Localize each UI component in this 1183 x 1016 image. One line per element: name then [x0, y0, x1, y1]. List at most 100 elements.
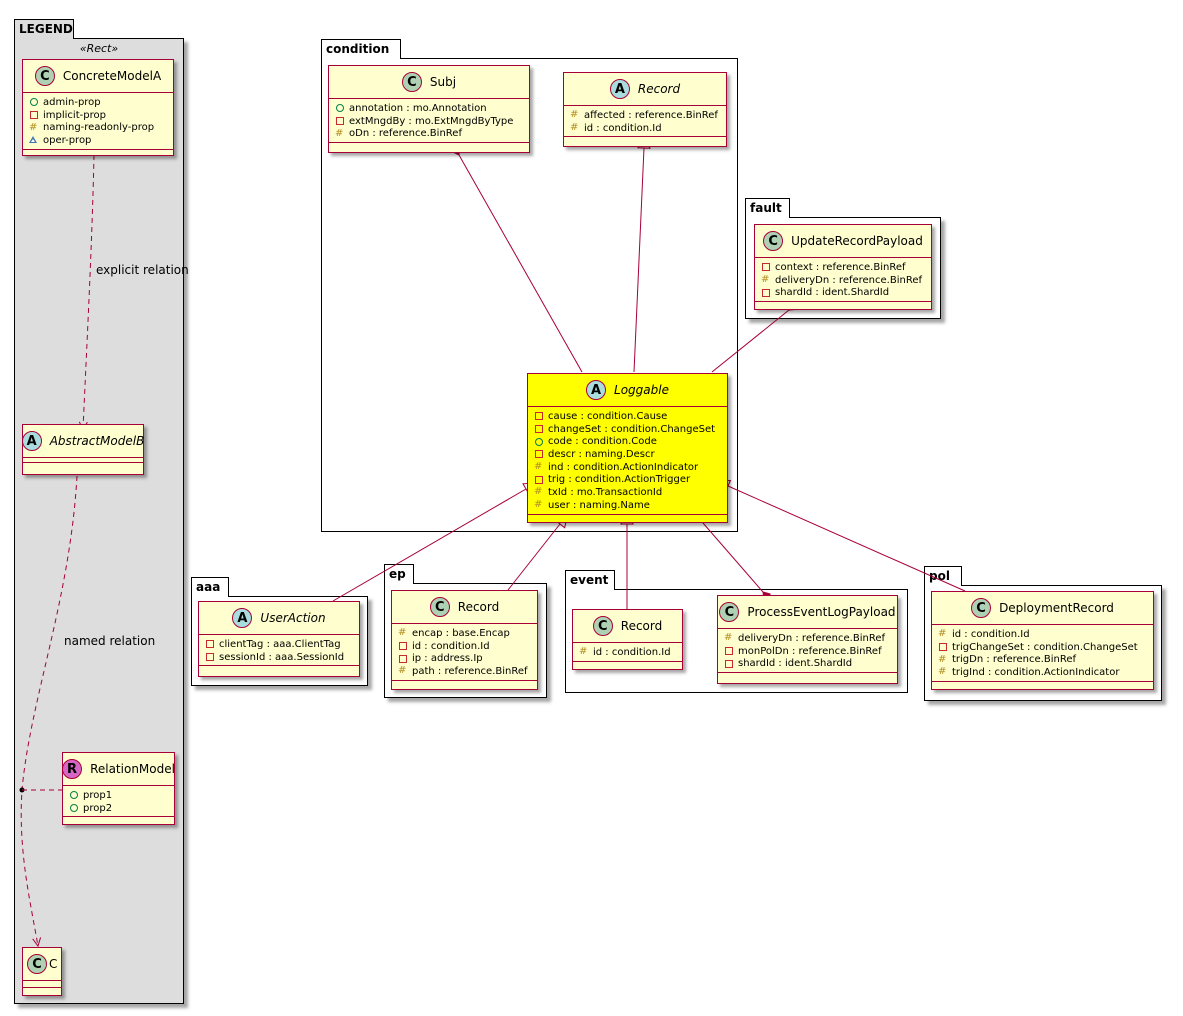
attribute-text: oper-prop — [43, 134, 92, 146]
abstract-badge-icon: A — [609, 79, 630, 99]
attribute-text: ind : condition.ActionIndicator — [548, 461, 699, 473]
attribute-row: changeSet : condition.ChangeSet — [534, 423, 721, 436]
package-condition-tab: condition — [321, 39, 401, 59]
attribute-text: shardId : ident.ShardId — [738, 658, 853, 670]
class-deployment-record[interactable]: C DeploymentRecord id : condition.Id tri… — [931, 591, 1154, 690]
package-condition-title: condition — [326, 42, 390, 56]
package-event-title: event — [570, 573, 609, 587]
protected-visibility-icon — [938, 667, 948, 677]
attribute-row: shardId : ident.ShardId — [761, 286, 925, 299]
attribute-row: prop1 — [69, 789, 168, 802]
package-legend-tab: LEGEND — [14, 19, 74, 39]
class-abstract-model-b[interactable]: A AbstractModelB — [21, 424, 144, 475]
protected-visibility-icon — [335, 129, 345, 139]
class-user-action[interactable]: A UserAction clientTag : aaa.ClientTag s… — [198, 601, 360, 677]
class-update-record-payload[interactable]: C UpdateRecordPayload context : referenc… — [754, 224, 932, 310]
attribute-row: deliveryDn : reference.BinRef — [724, 632, 891, 645]
abstract-badge-icon: A — [21, 431, 42, 451]
class-badge-icon: C — [763, 231, 784, 251]
class-relation-model[interactable]: R RelationModel prop1 prop2 — [62, 752, 175, 825]
package-aaa-tab: aaa — [191, 577, 229, 597]
private-visibility-icon — [534, 449, 544, 459]
private-visibility-icon — [534, 424, 544, 434]
attribute-row: deliveryDn : reference.BinRef — [761, 274, 925, 287]
class-name: Loggable — [614, 383, 669, 397]
explicit-relation-label: explicit relation — [96, 263, 189, 277]
class-name: Record — [620, 619, 663, 633]
attribute-row: user : naming.Name — [534, 499, 721, 512]
attribute-row: cause : condition.Cause — [534, 410, 721, 423]
class-name: DeploymentRecord — [999, 601, 1114, 615]
private-visibility-icon — [398, 654, 408, 664]
class-attributes: annotation : mo.Annotation extMngdBy : m… — [329, 99, 529, 144]
attribute-text: trig : condition.ActionTrigger — [548, 474, 691, 486]
attribute-text: trigDn : reference.BinRef — [952, 654, 1076, 666]
attribute-row: trig : condition.ActionTrigger — [534, 473, 721, 486]
attribute-row: extMngdBy : mo.ExtMngdByType — [335, 115, 523, 128]
class-attributes — [23, 981, 61, 988]
attribute-row: ip : address.Ip — [398, 652, 531, 665]
class-badge-icon: C — [429, 597, 450, 617]
class-record-condition-header: A Record — [564, 73, 726, 106]
private-visibility-icon — [761, 262, 771, 272]
private-visibility-icon — [398, 641, 408, 651]
class-relation-model-header: R RelationModel — [62, 753, 175, 786]
class-user-action-header: A UserAction — [199, 602, 359, 635]
attribute-text: path : reference.BinRef — [412, 665, 528, 677]
class-deployment-record-header: C DeploymentRecord — [932, 592, 1153, 625]
public-visibility-icon — [69, 790, 79, 800]
abstract-badge-icon: A — [232, 608, 253, 628]
class-name: UserAction — [260, 611, 326, 625]
named-relation-label: named relation — [64, 634, 156, 648]
edge-update-record-loggable — [711, 301, 800, 373]
class-badge-icon: C — [27, 954, 47, 974]
package-event-tab: event — [565, 570, 615, 590]
class-badge-icon: C — [719, 602, 740, 622]
attribute-row: implicit-prop — [29, 109, 167, 122]
attribute-text: prop2 — [83, 802, 113, 814]
attribute-text: id : condition.Id — [412, 640, 490, 652]
class-attributes — [23, 458, 143, 463]
protected-visibility-icon — [398, 666, 408, 676]
class-update-record-payload-header: C UpdateRecordPayload — [755, 225, 931, 258]
class-attributes: id : condition.Id — [573, 643, 682, 662]
class-badge-icon: C — [592, 616, 613, 636]
class-name: RelationModel — [90, 762, 175, 776]
class-name: Subj — [429, 75, 457, 89]
private-visibility-icon — [724, 659, 734, 669]
attribute-row: admin-prop — [29, 96, 167, 109]
attribute-row: annotation : mo.Annotation — [335, 102, 523, 115]
class-subj[interactable]: C Subj annotation : mo.Annotation extMng… — [328, 65, 530, 153]
package-legend-title: LEGEND — [19, 22, 73, 36]
class-name: UpdateRecordPayload — [791, 234, 923, 248]
attribute-row: shardId : ident.ShardId — [724, 657, 891, 670]
package-ep-title: ep — [389, 567, 406, 581]
package-fault-tab: fault — [745, 198, 790, 218]
attribute-text: context : reference.BinRef — [775, 261, 906, 273]
class-record-ep[interactable]: C Record encap : base.Encap id : conditi… — [391, 590, 538, 690]
class-attributes: prop1 prop2 — [63, 786, 174, 818]
class-concrete-model-a[interactable]: C ConcreteModelA admin-prop implicit-pro… — [22, 59, 174, 156]
class-record-condition[interactable]: A Record affected : reference.BinRef id … — [563, 72, 727, 147]
attribute-row: code : condition.Code — [534, 435, 721, 448]
edge-process-event-loggable — [702, 522, 772, 602]
class-name: ConcreteModelA — [62, 69, 162, 83]
public-visibility-icon — [534, 437, 544, 447]
attribute-text: naming-readonly-prop — [43, 122, 155, 134]
class-process-event-log-payload[interactable]: C ProcessEventLogPayload deliveryDn : re… — [717, 595, 898, 684]
protected-visibility-icon — [398, 628, 408, 638]
class-attributes: clientTag : aaa.ClientTag sessionId : aa… — [199, 635, 359, 667]
attribute-text: trigChangeSet : condition.ChangeSet — [952, 641, 1138, 653]
class-attributes: deliveryDn : reference.BinRef monPolDn :… — [718, 629, 897, 674]
protected-visibility-icon — [938, 629, 948, 639]
class-c[interactable]: C C — [22, 947, 62, 996]
protected-visibility-icon — [534, 500, 544, 510]
class-record-event[interactable]: C Record id : condition.Id — [572, 609, 683, 670]
private-visibility-icon — [724, 646, 734, 656]
class-loggable[interactable]: A Loggable cause : condition.Cause chang… — [527, 373, 728, 523]
attribute-row: id : condition.Id — [938, 628, 1147, 641]
attribute-row: trigInd : condition.ActionIndicator — [938, 666, 1147, 679]
class-c-header: C C — [23, 948, 61, 981]
class-record-ep-header: C Record — [392, 591, 537, 624]
attribute-row: affected : reference.BinRef — [570, 109, 720, 122]
